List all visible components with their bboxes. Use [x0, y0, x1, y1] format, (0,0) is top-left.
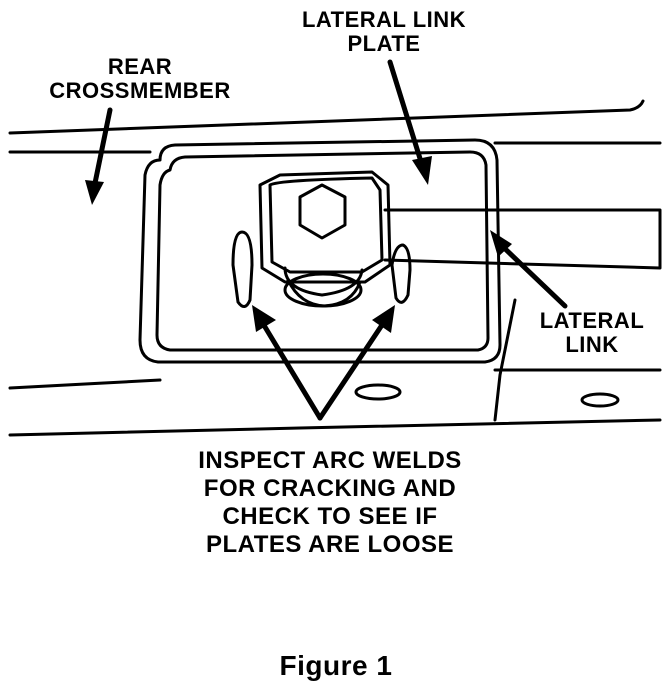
arrow-plate-head [412, 156, 432, 185]
arrow-lateral-link-line [497, 241, 568, 309]
figure-caption: Figure 1 [279, 650, 393, 681]
arrow-plate-line [387, 59, 425, 168]
arrow-weld-right-head [372, 305, 395, 333]
nut-outline [258, 170, 392, 284]
label-inspect-line-4: PLATES ARE LOOSE [205, 531, 455, 558]
arrow-rear-crossmember-line [91, 107, 113, 191]
label-rear-crossmember-line-1: REAR [107, 54, 173, 79]
crossmember-hole [354, 383, 402, 401]
bolt-hex-head [298, 183, 347, 240]
lateral-link-plate-outer [138, 138, 502, 364]
arrow-rear-crossmember-head [85, 180, 104, 205]
nut-face [268, 176, 384, 274]
arc-weld-left [231, 230, 254, 308]
label-inspect-arc-welds: INSPECT ARC WELDS FOR CRACKING AND CHECK… [160, 447, 500, 559]
arrow-weld-right-line [317, 319, 387, 421]
label-inspect-line-3: CHECK TO SEE IF [222, 503, 438, 530]
crossmember-lower-line [8, 378, 162, 390]
crossmember-fold-line [493, 298, 517, 422]
arc-weld-right [390, 243, 412, 304]
lateral-link-plate-inner [155, 150, 490, 352]
lateral-link-bar [383, 208, 662, 270]
label-rear-crossmember: REAR CROSSMEMBER [22, 55, 258, 103]
arrow-weld-left-head [252, 305, 276, 332]
label-inspect-line-1: INSPECT ARC WELDS [198, 447, 462, 474]
label-lateral-link-plate: LATERAL LINK PLATE [276, 8, 492, 56]
label-inspect-line-2: FOR CRACKING AND [203, 475, 457, 502]
crossmember-hole [580, 392, 620, 408]
label-lateral-link-plate-line-2: PLATE [347, 31, 421, 56]
label-lateral-link: LATERAL LINK [522, 309, 662, 357]
label-lateral-link-plate-line-1: LATERAL LINK [301, 7, 467, 32]
arrow-lateral-link-head [490, 230, 512, 257]
label-lateral-link-line-2: LINK [565, 332, 619, 357]
crossmember-bottom-edge [8, 418, 662, 437]
label-lateral-link-line-1: LATERAL [539, 308, 645, 333]
washer-base [283, 272, 363, 308]
arrow-weld-left-line [259, 319, 323, 421]
label-rear-crossmember-line-2: CROSSMEMBER [49, 78, 231, 103]
crossmember-top-edge [8, 99, 645, 135]
